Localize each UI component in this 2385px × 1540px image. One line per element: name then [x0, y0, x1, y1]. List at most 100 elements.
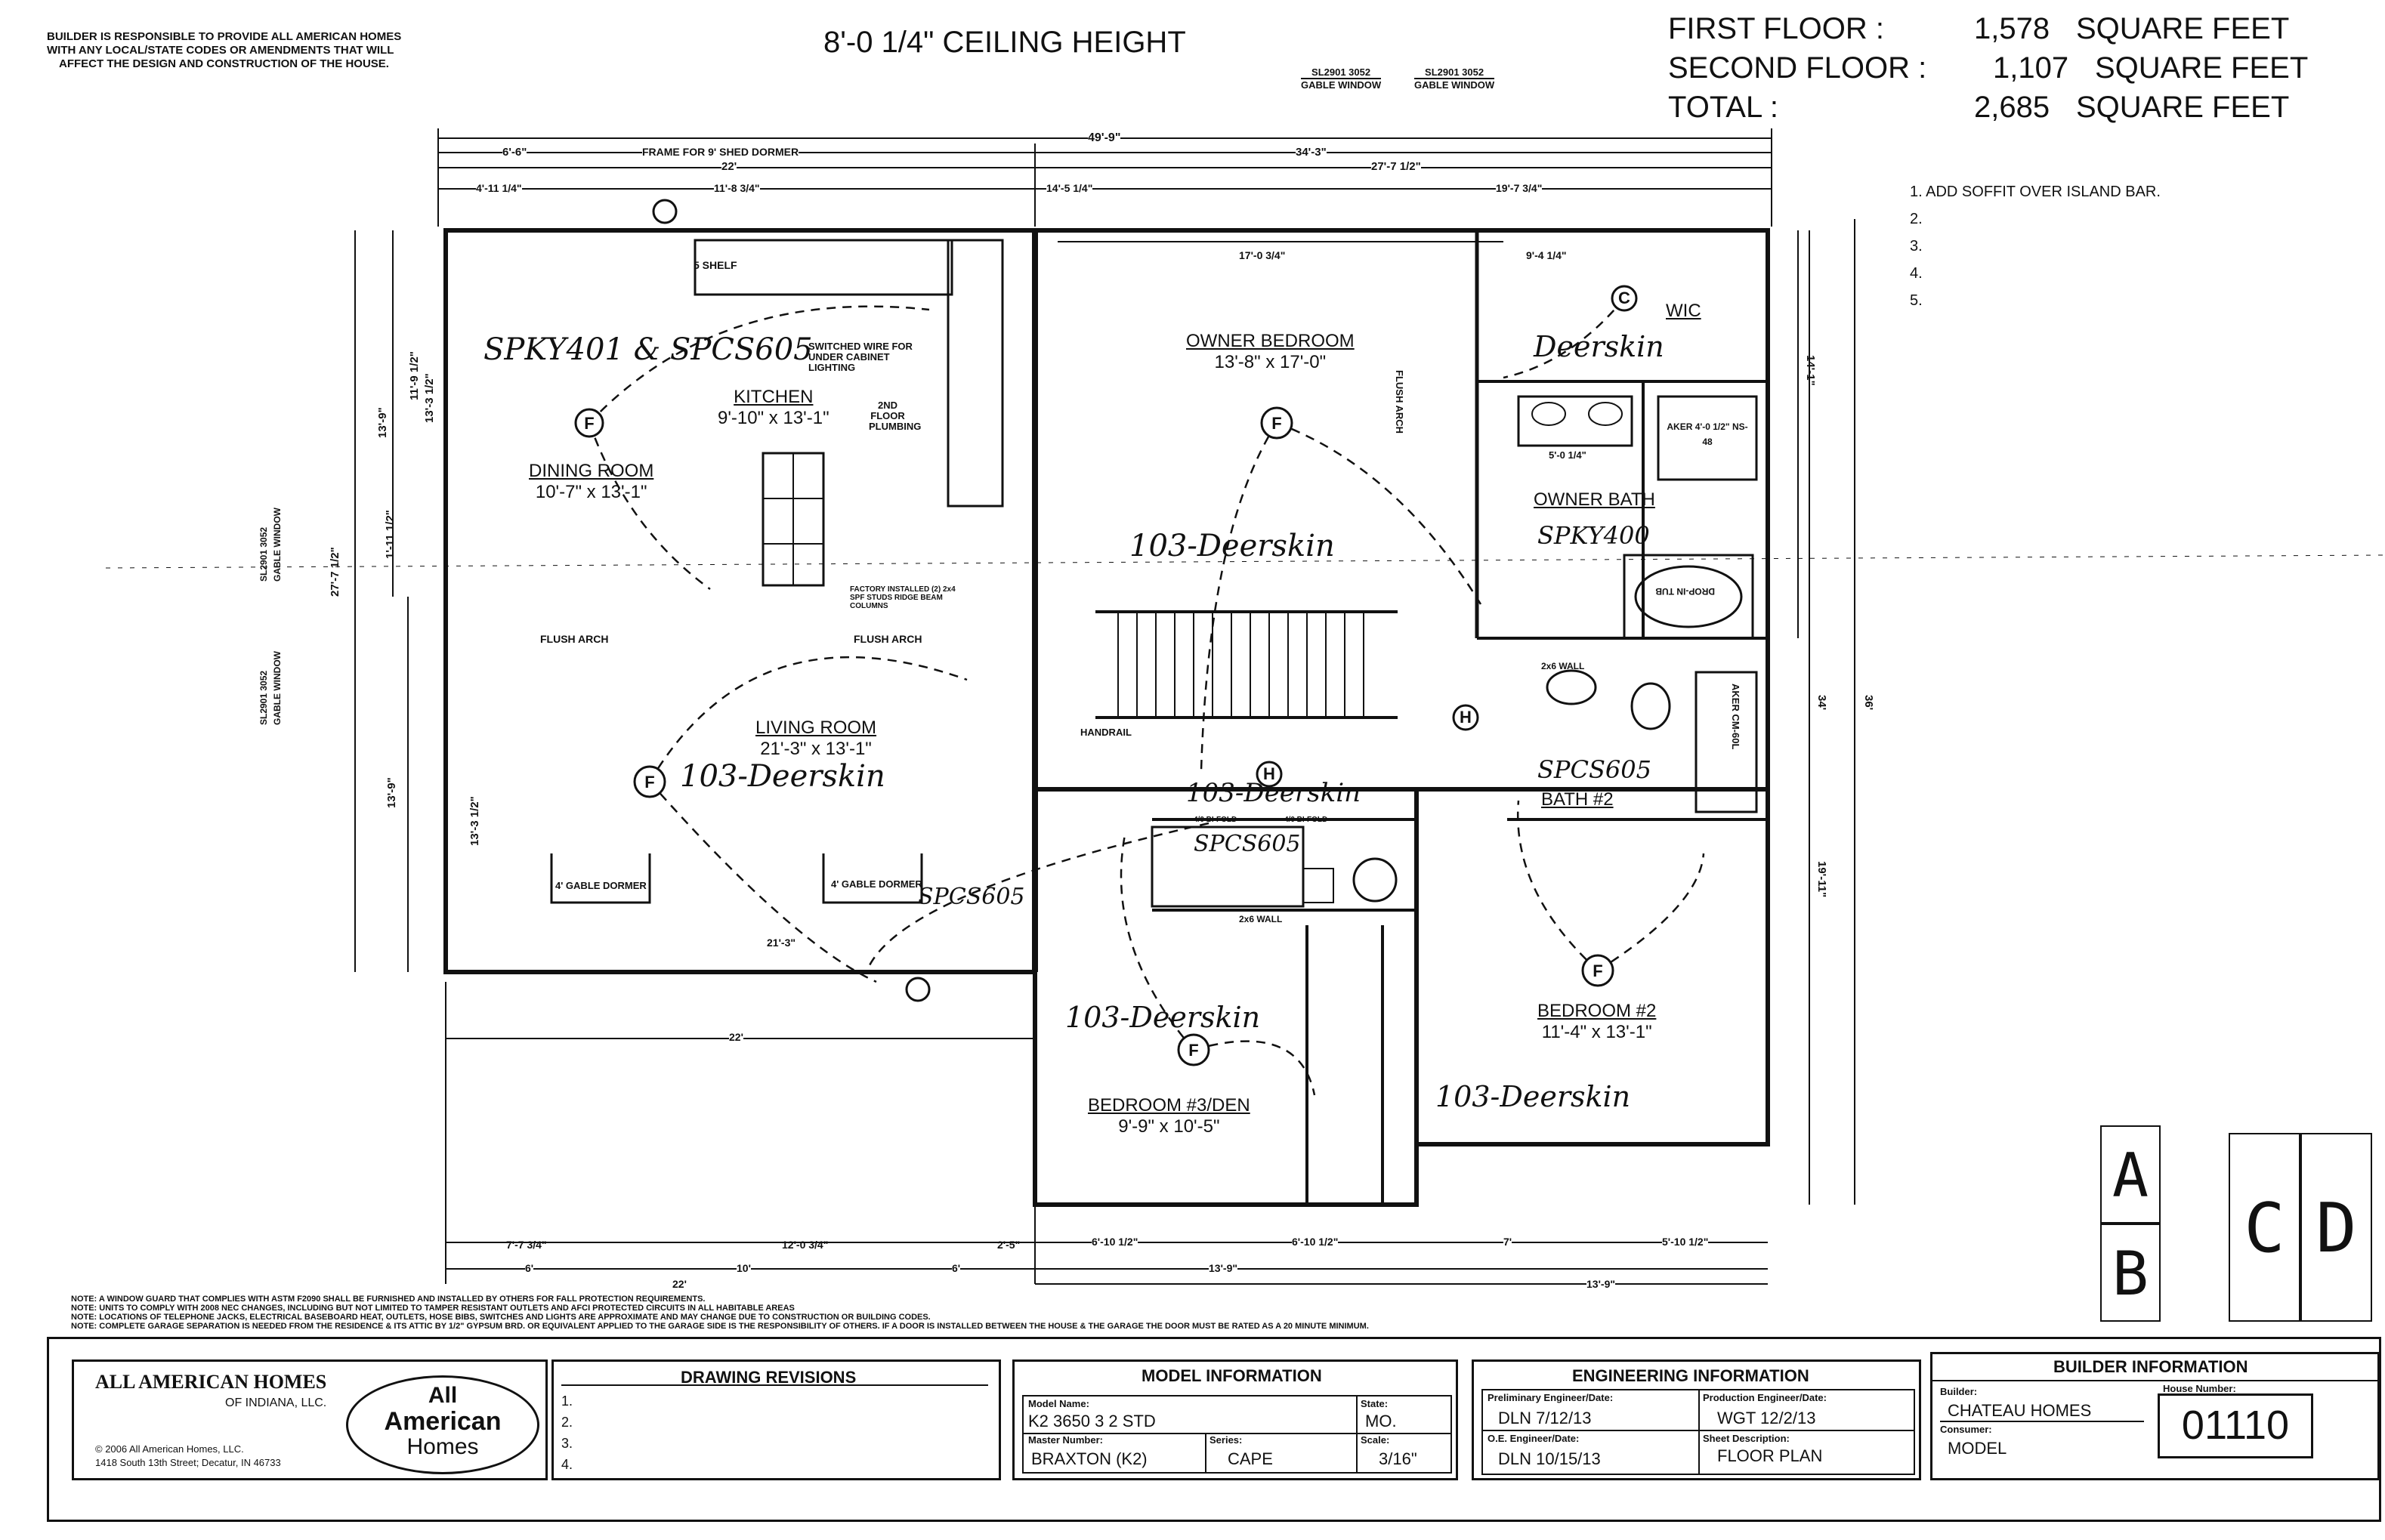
plan-linework	[105, 128, 2385, 1285]
svg-text:F: F	[1271, 414, 1281, 433]
disclaimer-line-3: AFFECT THE DESIGN AND CONSTRUCTION OF TH…	[59, 57, 389, 70]
revision-row-2: 2.	[561, 1415, 573, 1430]
notes-list: 1. ADD SOFFIT OVER ISLAND BAR. 2. 3. 4. …	[1910, 178, 2161, 314]
vanity-wall-label: 2x6 WALL	[1541, 661, 1585, 671]
dim-bottom-7: 5'-10 1/2"	[1662, 1236, 1709, 1248]
side-window-callout-1: SL2901 3052	[258, 526, 269, 582]
dim-top-2: 22'	[721, 160, 737, 173]
dim-top-1: 6'-6"	[502, 146, 527, 159]
bath-2-label: BATH #2	[1541, 789, 1614, 810]
dim-top-10: 9'-4 1/4"	[1526, 249, 1567, 261]
gable-dormer-1: 4' GABLE DORMER	[555, 880, 647, 891]
engineering-title: ENGINEERING INFORMATION	[1572, 1366, 1809, 1385]
second-floor-value: 1,107	[1993, 51, 2069, 85]
handwriting-kitchen-fixtures: SPKY401 & SPCS605	[483, 332, 813, 367]
disclaimer-line-2: WITH ANY LOCAL/STATE CODES OR AMENDMENTS…	[47, 44, 394, 57]
stamp-b: B	[2100, 1224, 2161, 1322]
dim-side-9: 36'	[1862, 695, 1875, 711]
drop-in-tub-label: DROP-IN TUB	[1655, 586, 1715, 597]
consumer-name: MODEL	[1948, 1439, 2007, 1458]
handwriting-wic: Deerskin	[1534, 330, 1664, 363]
handwriting-bath2: SPCS605	[1537, 755, 1651, 784]
builder-info-block: BUILDER INFORMATION Builder: CHATEAU HOM…	[1930, 1352, 2380, 1480]
footer-notes: NOTE: A WINDOW GUARD THAT COMPLIES WITH …	[71, 1295, 1369, 1331]
stamp-d: D	[2300, 1133, 2372, 1322]
shower-aker-1: AKER 4'-0 1/2" NS-48	[1667, 421, 1748, 447]
dim-bottom-6: 7'	[1503, 1236, 1512, 1248]
footer-note-4: NOTE: COMPLETE GARAGE SEPARATION IS NEED…	[71, 1322, 1369, 1331]
dim-side-3: 11'-9 1/2"	[408, 351, 421, 400]
model-master: BRAXTON (K2)	[1031, 1449, 1148, 1468]
second-floor-label: SECOND FLOOR :	[1668, 51, 1927, 85]
bifold-2: 4/0 BI-FOLD	[1284, 816, 1328, 824]
company-address: 1418 South 13th Street; Decatur, IN 4673…	[95, 1457, 281, 1468]
engineer-oe: DLN 10/15/13	[1498, 1449, 1601, 1468]
handwriting-owner-bath: SPKY400	[1537, 521, 1650, 550]
svg-text:H: H	[1263, 764, 1275, 783]
gable-dormer-2: 4' GABLE DORMER	[831, 878, 922, 890]
handrail-label: HANDRAIL	[1080, 727, 1132, 738]
total-unit: SQUARE FEET	[2076, 91, 2290, 124]
model-info-title: MODEL INFORMATION	[1142, 1366, 1322, 1385]
wic-label: WIC	[1666, 301, 1701, 321]
footer-note-1: NOTE: A WINDOW GUARD THAT COMPLIES WITH …	[71, 1295, 706, 1304]
dim-bottom-9: 10'	[737, 1262, 751, 1274]
footer-note-3: NOTE: LOCATIONS OF TELEPHONE JACKS, ELEC…	[71, 1313, 931, 1322]
dim-bottom-2: 12'-0 3/4"	[782, 1239, 829, 1251]
handwriting-hall: 103-Deerskin	[1186, 778, 1361, 808]
dim-side-7: 1'-11 1/2"	[384, 510, 397, 559]
plumbing-note: 2ND FLOOR PLUMBING	[869, 400, 922, 432]
note-4: 4.	[1910, 265, 1923, 282]
dim-bottom-3: 2'-5"	[997, 1239, 1021, 1251]
shower-aker-2: AKER CM-60L	[1730, 684, 1741, 750]
note-1: 1. ADD SOFFIT OVER ISLAND BAR.	[1910, 184, 2161, 200]
flush-arch-dining: FLUSH ARCH	[540, 633, 609, 645]
engineer-production: WGT 12/2/13	[1717, 1409, 1816, 1427]
handwriting-living: 103-Deerskin	[680, 759, 885, 794]
fixture-letters: FFF FFC HH	[584, 289, 1630, 1060]
switched-wire-note: SWITCHED WIRE FOR UNDER CABINET LIGHTING	[808, 341, 913, 373]
model-state: MO.	[1365, 1412, 1397, 1430]
model-info-block: MODEL INFORMATION Model Name: K2 3650 3 …	[1012, 1359, 1458, 1480]
engineer-prelim: DLN 7/12/13	[1498, 1409, 1592, 1427]
first-floor-label: FIRST FLOOR :	[1668, 12, 1884, 45]
dim-side-10: 19'-11"	[1815, 861, 1828, 898]
dim-side-2: 13'-9"	[376, 407, 389, 438]
handwriting-bed2: 103-Deerskin	[1435, 1080, 1631, 1113]
owner-bath-label: OWNER BATH	[1534, 489, 1655, 510]
dim-bottom-15: 22'	[729, 1031, 743, 1043]
dim-bottom-1: 7'-7 3/4"	[506, 1239, 547, 1251]
dim-bottom-10: 6'	[952, 1262, 961, 1274]
shed-dormer-label: FRAME FOR 9' SHED DORMER	[642, 146, 799, 158]
svg-text:H: H	[1460, 708, 1472, 727]
first-floor-unit: SQUARE FEET	[2076, 12, 2290, 45]
dim-side-5: 13'-9"	[385, 777, 398, 808]
revisions-block: DRAWING REVISIONS 1. 2. 3. 4.	[551, 1359, 1001, 1480]
revision-row-1: 1.	[561, 1393, 573, 1409]
ceiling-height-title: 8'-0 1/4" CEILING HEIGHT	[823, 26, 1186, 59]
dim-side-4: 13'-3 1/2"	[423, 373, 436, 423]
stamp-a: A	[2100, 1125, 2161, 1224]
disclaimer-line-1: BUILDER IS RESPONSIBLE TO PROVIDE ALL AM…	[47, 30, 402, 43]
dim-bottom-4: 6'-10 1/2"	[1092, 1236, 1138, 1248]
model-name: K2 3650 3 2 STD	[1028, 1412, 1156, 1430]
company-sub: OF INDIANA, LLC.	[225, 1396, 327, 1409]
revision-row-4: 4.	[561, 1457, 573, 1472]
dim-bottom-8: 6'	[525, 1262, 534, 1274]
dim-top-6: 11'-8 3/4"	[714, 182, 760, 194]
stamp-c: C	[2229, 1133, 2300, 1322]
revisions-title: DRAWING REVISIONS	[681, 1368, 857, 1387]
first-floor-value: 1,578	[1974, 12, 2050, 45]
floor-plan-drawing: FFF FFC HH	[105, 128, 2385, 1285]
handwriting-owner-bed: 103-Deerskin	[1129, 529, 1335, 563]
closet-wall-label: 2x6 WALL	[1239, 914, 1283, 924]
total-label: TOTAL :	[1668, 91, 1778, 124]
dim-top-5: 4'-11 1/4"	[476, 182, 522, 194]
flush-arch-kitchen: FLUSH ARCH	[854, 633, 922, 645]
dim-top-11: 5'-0 1/4"	[1549, 449, 1586, 461]
model-series: CAPE	[1228, 1449, 1273, 1468]
svg-text:F: F	[1188, 1041, 1198, 1060]
note-5: 5.	[1910, 292, 1923, 309]
